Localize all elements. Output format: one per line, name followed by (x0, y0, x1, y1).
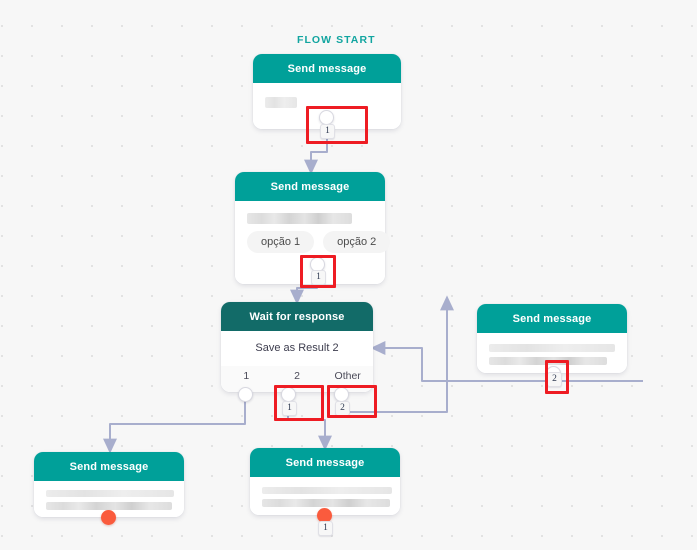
node-body: opção 1 opção 2 (235, 201, 391, 284)
node-send-message-bottom-center[interactable]: Send message (250, 448, 400, 515)
annotation-box-4 (327, 385, 377, 418)
option-chip-2[interactable]: opção 2 (323, 231, 391, 253)
port-label-1: 1 (243, 370, 250, 382)
redacted-text-bar (262, 499, 390, 507)
node-header-title: Send message (477, 304, 627, 333)
port-count-badge[interactable]: 1 (318, 521, 333, 536)
port-label-other: Other (334, 370, 361, 382)
annotation-box-5 (545, 360, 569, 394)
annotation-box-3 (274, 385, 324, 421)
flow-start-label: FLOW START (297, 34, 376, 46)
annotation-box-1 (306, 106, 368, 144)
redacted-text-bar (489, 344, 615, 352)
port-label-2: 2 (294, 370, 300, 382)
output-port-wait-1[interactable] (238, 387, 253, 402)
port-count-badge[interactable]: 1 (320, 124, 335, 139)
redacted-text-bar (265, 97, 297, 108)
option-chip-1[interactable]: opção 1 (247, 231, 315, 253)
node-send-message-bottom-left[interactable]: Send message (34, 452, 184, 517)
port-count-badge[interactable]: 1 (311, 270, 326, 285)
annotation-box-2 (300, 255, 336, 288)
save-as-result-row: Save as Result 2 (221, 331, 373, 366)
node-header-title: Send message (253, 54, 401, 83)
redacted-text-bar (247, 213, 352, 224)
port-count-badge[interactable]: 1 (282, 401, 297, 416)
option-chip-row: opção 1 opção 2 (247, 231, 391, 253)
redacted-text-bar (262, 487, 392, 494)
output-port-bottom-left[interactable] (101, 510, 116, 525)
redacted-text-bar (46, 490, 174, 497)
node-wait-for-response[interactable]: Wait for response Save as Result 2 1 2 O… (221, 302, 373, 392)
redacted-text-bar (46, 502, 172, 510)
node-header-title: Wait for response (221, 302, 373, 331)
node-header-title: Send message (235, 172, 385, 201)
node-header-title: Send message (34, 452, 184, 481)
node-header-title: Send message (250, 448, 400, 477)
